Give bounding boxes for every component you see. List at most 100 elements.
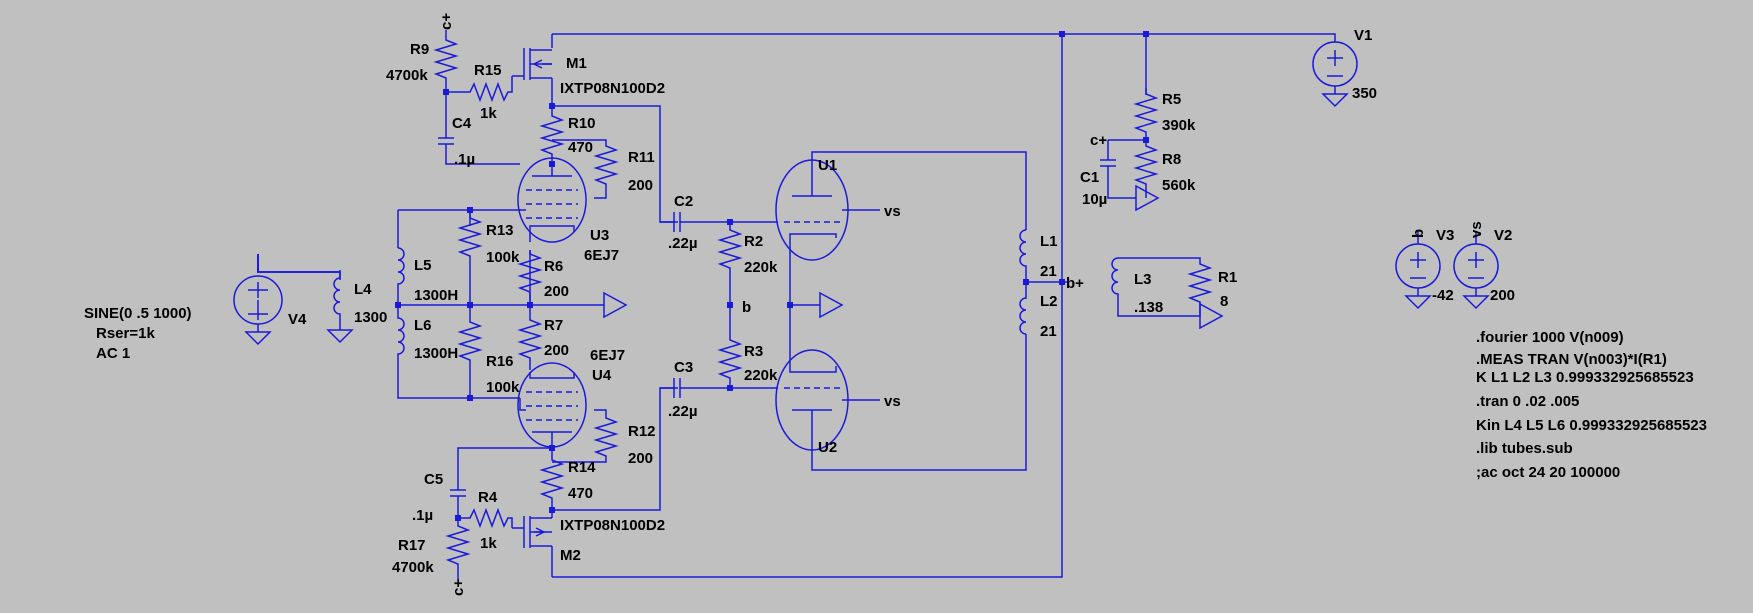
directive-line[interactable]: Kin L4 L5 L6 0.999332925685523 <box>1476 417 1707 434</box>
label-r7: R7 <box>544 317 563 334</box>
label-v4-ac: AC 1 <box>96 345 130 362</box>
label-r13: R13 <box>486 222 514 239</box>
label-r3: R3 <box>744 343 763 360</box>
label-r10-value: 470 <box>568 139 593 156</box>
label-r16: R16 <box>486 353 514 370</box>
label-l4: L4 <box>354 281 372 298</box>
spice-directives[interactable]: .fourier 1000 V(n009) .MEAS TRAN V(n003)… <box>1476 329 1707 481</box>
label-l3: L3 <box>1134 271 1152 288</box>
label-r12-value: 200 <box>628 450 653 467</box>
label-r7-value: 200 <box>544 342 569 359</box>
label-c2-value: .22µ <box>668 235 698 252</box>
label-r17: R17 <box>398 537 426 554</box>
label-r5-value: 390k <box>1162 117 1196 134</box>
label-r15-value: 1k <box>480 105 497 122</box>
label-l6: L6 <box>414 317 432 334</box>
label-r15: R15 <box>474 62 502 79</box>
label-u4: U4 <box>592 367 612 384</box>
label-c3: C3 <box>674 359 693 376</box>
label-m1-model: IXTP08N100D2 <box>560 80 665 97</box>
label-m1: M1 <box>566 55 587 72</box>
junction-dots <box>395 31 1149 521</box>
label-v4-spec: SINE(0 .5 1000) <box>84 305 192 322</box>
label-c2: C2 <box>674 193 693 210</box>
label-c5: C5 <box>424 471 443 488</box>
label-u1: U1 <box>818 157 837 174</box>
net-label-bplus: b+ <box>1066 275 1084 292</box>
source-v2[interactable] <box>1453 232 1499 309</box>
label-u4-model: 6EJ7 <box>590 347 625 364</box>
directive-line[interactable]: .tran 0 .02 .005 <box>1476 393 1579 410</box>
label-r3-value: 220k <box>744 367 778 384</box>
label-l1-value: 21 <box>1040 263 1057 280</box>
label-r2: R2 <box>744 233 763 250</box>
label-c1: C1 <box>1080 169 1099 186</box>
label-l2-value: 21 <box>1040 323 1057 340</box>
label-v1-value: 350 <box>1352 85 1377 102</box>
label-c1-value: 10µ <box>1082 191 1107 208</box>
label-r12: R12 <box>628 423 656 440</box>
label-r2-value: 220k <box>744 259 778 276</box>
source-v3[interactable] <box>1395 232 1441 309</box>
net-label-b: b <box>742 299 751 316</box>
label-r11: R11 <box>628 149 655 166</box>
label-v1: V1 <box>1354 27 1372 44</box>
directive-line[interactable]: K L1 L2 L3 0.999332925685523 <box>1476 369 1694 386</box>
directive-line[interactable]: .lib tubes.sub <box>1476 440 1573 457</box>
label-l6-value: 1300H <box>414 345 458 362</box>
label-c4: C4 <box>452 115 472 132</box>
label-v3: V3 <box>1436 227 1454 244</box>
label-l2: L2 <box>1040 293 1058 310</box>
label-r10: R10 <box>568 115 596 132</box>
label-v4-rser: Rser=1k <box>96 325 155 342</box>
net-label-vs-u2: vs <box>884 393 901 410</box>
label-r8-value: 560k <box>1162 177 1196 194</box>
label-m2: M2 <box>560 547 581 564</box>
source-v1[interactable] <box>1312 41 1358 107</box>
label-u2: U2 <box>818 439 837 456</box>
label-l4-value: 1300 <box>354 309 387 326</box>
label-r4-value: 1k <box>480 535 497 552</box>
label-l5: L5 <box>414 257 432 274</box>
label-v3-value: -42 <box>1432 287 1454 304</box>
label-r9: R9 <box>410 41 429 58</box>
label-r17-value: 4700k <box>392 559 434 576</box>
label-r4: R4 <box>478 489 498 506</box>
label-m2-model: IXTP08N100D2 <box>560 517 665 534</box>
wire-net[interactable] <box>257 30 1336 580</box>
label-r11-value: 200 <box>628 177 653 194</box>
label-l5-value: 1300H <box>414 287 458 304</box>
net-label-cplus-top: c+ <box>438 13 455 30</box>
label-c5-value: .1µ <box>412 507 433 524</box>
label-r6: R6 <box>544 258 563 275</box>
label-u3: U3 <box>590 227 609 244</box>
label-c4-value: .1µ <box>454 151 475 168</box>
label-r9-value: 4700k <box>386 67 428 84</box>
label-r1-value: 8 <box>1220 293 1228 310</box>
label-r8: R8 <box>1162 151 1181 168</box>
directive-line[interactable]: .MEAS TRAN V(n003)*I(R1) <box>1476 351 1667 368</box>
source-v4[interactable] <box>233 275 283 345</box>
label-r14: R14 <box>568 459 596 476</box>
label-l3-value: .138 <box>1134 299 1163 316</box>
label-r16-value: 100k <box>486 379 520 396</box>
label-v4: V4 <box>288 311 307 328</box>
component-labels: R9 4700k R15 1k M1 IXTP08N100D2 C4 .1µ R… <box>84 27 1515 576</box>
net-label-b-v3: b <box>1410 229 1427 238</box>
label-u3-model: 6EJ7 <box>584 247 619 264</box>
directive-line[interactable]: ;ac oct 24 20 100000 <box>1476 464 1620 481</box>
label-c3-value: .22µ <box>668 403 698 420</box>
label-r13-value: 100k <box>486 249 520 266</box>
label-v2-value: 200 <box>1490 287 1515 304</box>
net-label-cplus-c1: c+ <box>1090 132 1107 149</box>
label-r1: R1 <box>1218 269 1237 286</box>
label-r5: R5 <box>1162 91 1181 108</box>
net-label-cplus-bottom: c+ <box>450 579 467 596</box>
label-l1: L1 <box>1040 233 1058 250</box>
label-r6-value: 200 <box>544 283 569 300</box>
label-v2: V2 <box>1494 227 1512 244</box>
net-labels: c+ c+ c+ b b vs vs vs b+ <box>438 13 1485 596</box>
label-r14-value: 470 <box>568 485 593 502</box>
directive-line[interactable]: .fourier 1000 V(n009) <box>1476 329 1624 346</box>
